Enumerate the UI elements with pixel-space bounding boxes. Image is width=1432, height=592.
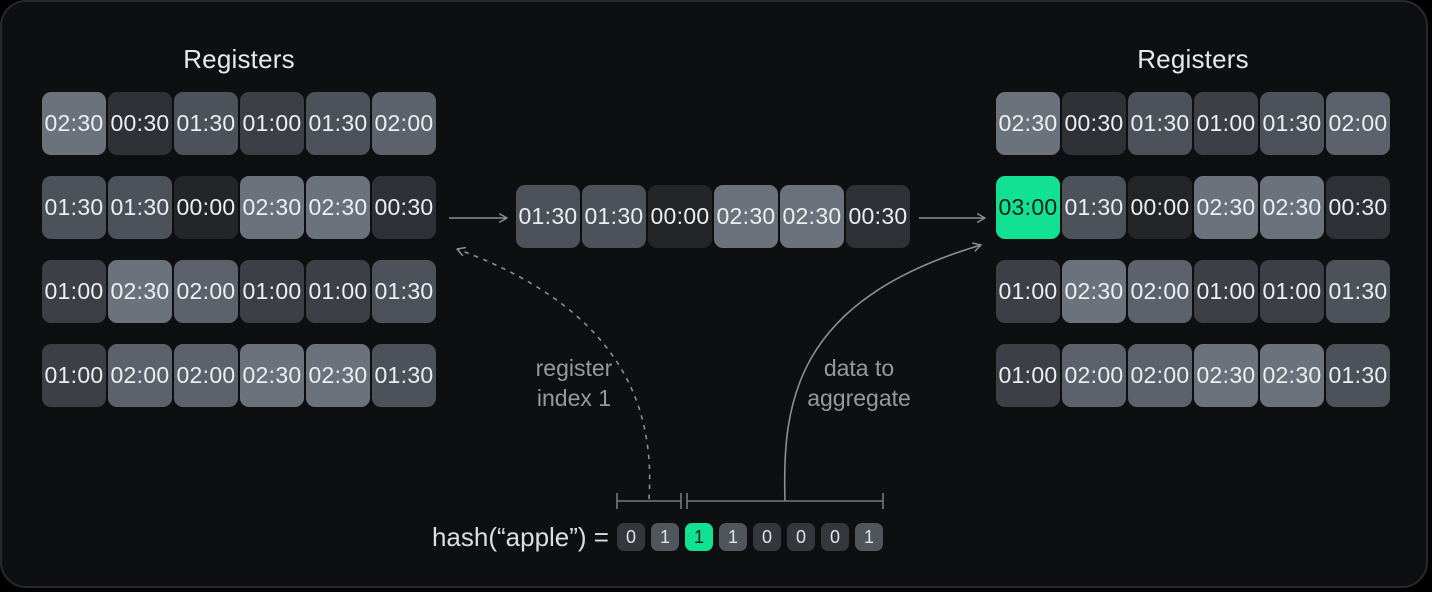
register-index-label: register index 1: [464, 353, 684, 413]
register-cell: 02:30: [1260, 344, 1324, 407]
register-cell: 01:30: [372, 260, 436, 323]
register-cell: 02:00: [1128, 344, 1192, 407]
register-cell: 01:30: [108, 176, 172, 239]
hash-bit: 1: [685, 523, 713, 551]
register-cell: 01:30: [1326, 344, 1390, 407]
register-cell: 02:30: [42, 92, 106, 155]
register-cell: 01:00: [240, 260, 304, 323]
register-index-label-line1: register: [535, 355, 613, 381]
register-cell: 02:30: [996, 92, 1060, 155]
register-cell: 00:30: [846, 185, 910, 248]
hash-bit: 1: [719, 523, 747, 551]
register-cell: 01:00: [42, 344, 106, 407]
register-cell: 02:30: [240, 176, 304, 239]
hash-bit: 1: [855, 523, 883, 551]
left-registers-title: Registers: [183, 44, 295, 74]
register-cell: 01:00: [1194, 92, 1258, 155]
register-cell: 01:00: [1194, 260, 1258, 323]
register-cell: 02:00: [1128, 260, 1192, 323]
register-cell: 01:00: [1260, 260, 1324, 323]
register-cell: 02:30: [108, 260, 172, 323]
register-cell: 02:30: [240, 344, 304, 407]
register-cell: 01:30: [174, 92, 238, 155]
register-cell: 02:30: [714, 185, 778, 248]
register-cell: 00:30: [1326, 176, 1390, 239]
register-cell: 02:30: [306, 176, 370, 239]
register-cell: 01:00: [996, 260, 1060, 323]
register-cell: 02:30: [1194, 176, 1258, 239]
register-cell: 01:30: [42, 176, 106, 239]
register-cell: 02:30: [780, 185, 844, 248]
hash-bit: 0: [787, 523, 815, 551]
register-cell: 00:00: [174, 176, 238, 239]
register-cell: 00:30: [372, 176, 436, 239]
register-cell: 02:00: [108, 344, 172, 407]
register-cell: 01:00: [996, 344, 1060, 407]
register-cell: 00:00: [648, 185, 712, 248]
register-cell: 01:30: [516, 185, 580, 248]
register-index-label-line2: index 1: [536, 385, 612, 411]
register-cell: 00:00: [1128, 176, 1192, 239]
register-cell: 01:00: [240, 92, 304, 155]
register-cell: 01:30: [582, 185, 646, 248]
register-cell: 02:30: [306, 344, 370, 407]
register-cell: 02:30: [1260, 176, 1324, 239]
register-cell: 01:30: [306, 92, 370, 155]
data-bits-bracket: [686, 493, 884, 509]
index-bits-bracket: [616, 493, 682, 509]
register-cell: 01:30: [1326, 260, 1390, 323]
register-cell: 01:00: [42, 260, 106, 323]
hash-bit: 0: [753, 523, 781, 551]
register-cell: 01:00: [306, 260, 370, 323]
register-cell: 02:00: [1062, 344, 1126, 407]
register-cell: 03:00: [996, 176, 1060, 239]
register-cell: 02:00: [372, 92, 436, 155]
register-cell: 01:30: [372, 344, 436, 407]
hash-bit: 0: [617, 523, 645, 551]
register-cell: 01:30: [1128, 92, 1192, 155]
data-aggregate-label: data to aggregate: [749, 353, 969, 413]
hash-bit: 0: [821, 523, 849, 551]
register-cell: 02:00: [174, 260, 238, 323]
register-cell: 02:30: [1062, 260, 1126, 323]
data-aggregate-label-line2: aggregate: [807, 385, 911, 411]
register-cell: 00:30: [108, 92, 172, 155]
register-cell: 01:30: [1260, 92, 1324, 155]
data-aggregate-label-line1: data to: [823, 355, 895, 381]
hash-bit: 1: [651, 523, 679, 551]
register-cell: 00:30: [1062, 92, 1126, 155]
right-registers-title: Registers: [1137, 44, 1249, 74]
register-cell: 02:00: [1326, 92, 1390, 155]
register-cell: 02:30: [1194, 344, 1258, 407]
hash-expression: hash(“apple”) =: [431, 522, 609, 552]
register-cell: 02:00: [174, 344, 238, 407]
register-cell: 01:30: [1062, 176, 1126, 239]
